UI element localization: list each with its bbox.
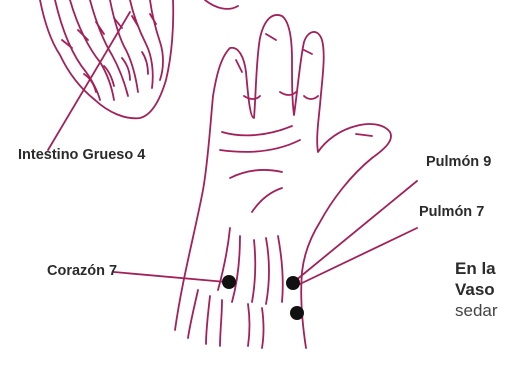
label-lung-7: Pulmón 7 [419, 204, 484, 220]
caption-line-3: sedar [455, 300, 498, 321]
leader-line-lung7 [300, 228, 417, 284]
leader-line-heart7 [114, 272, 226, 282]
caption-line-1: En la [455, 258, 496, 279]
leader-line-ig4 [48, 12, 130, 150]
label-heart-7: Corazón 7 [47, 263, 117, 279]
leader-line-lung9 [295, 181, 417, 281]
caption-line-2: Vaso [455, 279, 495, 300]
back-hand-drawing [40, 0, 238, 118]
heart7-point [222, 275, 236, 289]
lung9-point [286, 276, 300, 290]
label-lung-9: Pulmón 9 [426, 154, 491, 170]
lung7-point [290, 306, 304, 320]
palm-hand-drawing [175, 15, 391, 348]
label-large-intestine-4: Intestino Grueso 4 [18, 147, 145, 163]
